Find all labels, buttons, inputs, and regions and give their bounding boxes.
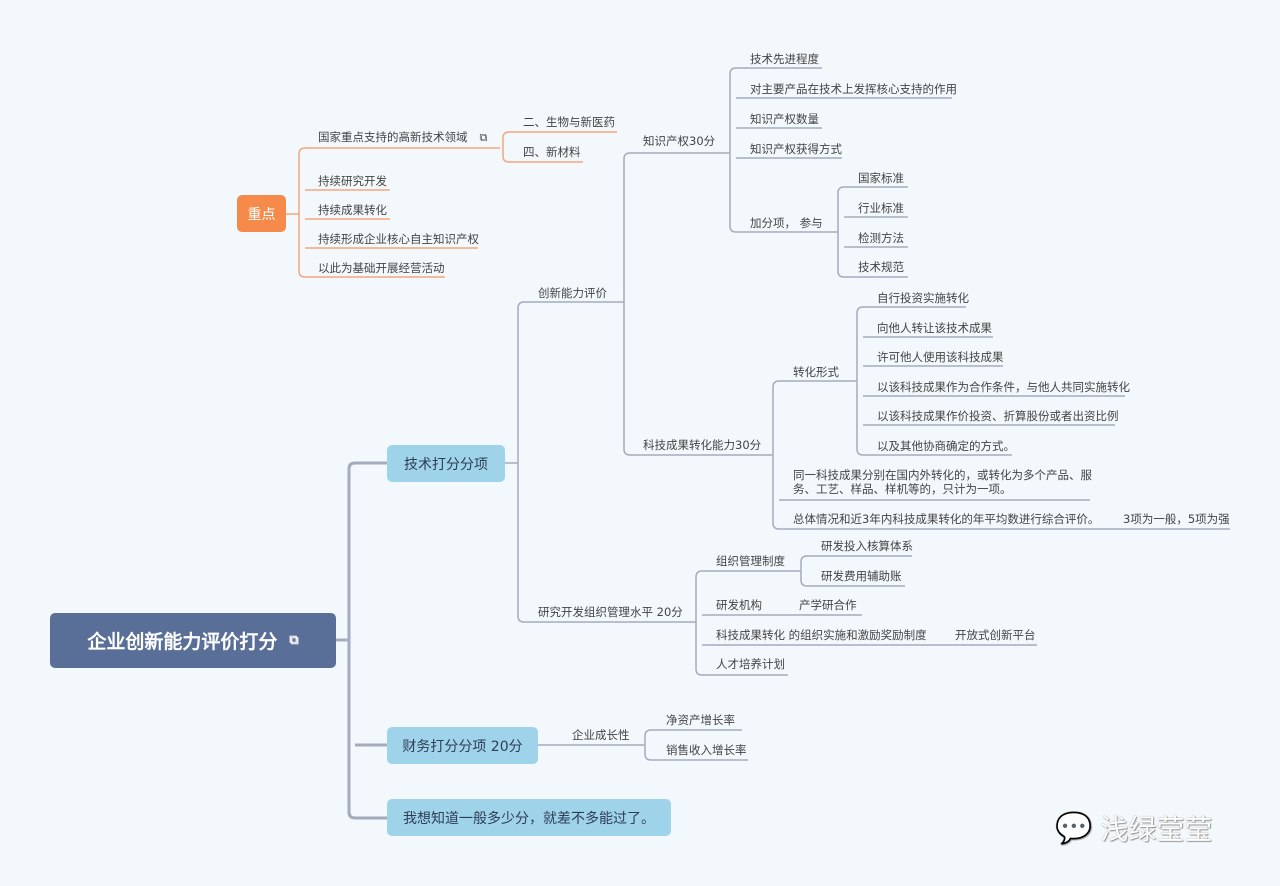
focus-item[interactable]: 持续形成企业核心自主知识产权 xyxy=(318,232,479,246)
rd-system-item[interactable]: 研发投入核算体系 xyxy=(821,539,913,553)
transfer-note-2-child[interactable]: 3项为一般，5项为强 xyxy=(1123,512,1230,526)
focus-item[interactable]: 以此为基础开展经营活动 xyxy=(318,261,445,275)
bonus-item[interactable]: 行业标准 xyxy=(858,201,904,215)
field-item[interactable]: 四、新材料 xyxy=(523,145,581,159)
connector xyxy=(298,147,306,278)
question-node[interactable]: 我想知道一般多少分，就差不多能过了。 xyxy=(387,799,671,836)
watermark: 💬浅绿莹莹 xyxy=(1055,810,1213,847)
bonus-item[interactable]: 国家标准 xyxy=(858,171,904,185)
transfer-node[interactable]: 科技成果转化能力30分 xyxy=(643,438,762,452)
growth-node[interactable]: 企业成长性 xyxy=(572,728,630,742)
ip-node[interactable]: 知识产权30分 xyxy=(643,134,716,148)
rd-item[interactable]: 人才培养计划 xyxy=(716,657,785,671)
form-item[interactable]: 以该科技成果作价投资、折算股份或者出资比例 xyxy=(877,409,1119,423)
ip-item[interactable]: 技术先进程度 xyxy=(750,52,819,66)
link-icon[interactable]: ⧉ xyxy=(479,131,488,144)
rd-item[interactable]: 科技成果转化 的组织实施和激励奖励制度 xyxy=(716,628,927,642)
transfer-forms-node[interactable]: 转化形式 xyxy=(793,365,839,379)
ip-item[interactable]: 加分项， 参与 xyxy=(750,216,823,230)
rd-item[interactable]: 研发机构 xyxy=(716,598,762,612)
root-node[interactable]: 企业创新能力评价打分 ⧉ xyxy=(50,613,336,668)
ip-item[interactable]: 对主要产品在技术上发挥核心支持的作用 xyxy=(750,82,957,96)
connector xyxy=(347,461,356,820)
connector xyxy=(644,729,652,761)
bonus-item[interactable]: 检测方法 xyxy=(858,231,904,245)
ip-item[interactable]: 知识产权获得方式 xyxy=(750,142,842,156)
connector xyxy=(856,306,864,456)
connector xyxy=(517,301,525,623)
rd-org-child[interactable]: 产学研合作 xyxy=(799,598,857,612)
connector xyxy=(837,186,845,278)
form-item[interactable]: 以该科技成果作为合作条件，与他人共同实施转化 xyxy=(877,380,1130,394)
connector xyxy=(502,131,510,163)
focus-item[interactable]: 持续研究开发 xyxy=(318,174,387,188)
rd-item[interactable]: 组织管理制度 xyxy=(716,554,785,568)
connector xyxy=(729,67,737,233)
transfer-note-2[interactable]: 总体情况和近3年内科技成果转化的年平均数进行综合评价。 xyxy=(793,512,1100,526)
connector xyxy=(800,555,808,587)
root-label: 企业创新能力评价打分 xyxy=(87,631,278,653)
rd-transfer-child[interactable]: 开放式创新平台 xyxy=(955,628,1036,642)
growth-item[interactable]: 净资产增长率 xyxy=(666,713,735,727)
focus-label: 重点 xyxy=(247,206,276,223)
finance-score-node[interactable]: 财务打分分项 20分 xyxy=(387,727,538,764)
wechat-icon: 💬 xyxy=(1055,810,1093,846)
connector xyxy=(772,380,780,530)
transfer-note-1[interactable]: 同一科技成果分别在国内外转化的，或转化为多个产品、服务、工艺、样品、样机等的，只… xyxy=(793,468,1092,496)
link-icon[interactable]: ⧉ xyxy=(289,633,299,648)
innovation-eval-node[interactable]: 创新能力评价 xyxy=(538,286,607,300)
connector xyxy=(623,152,631,456)
focus-item[interactable]: 持续成果转化 xyxy=(318,203,387,217)
connector xyxy=(695,570,703,676)
field-item[interactable]: 二、生物与新医药 xyxy=(523,115,615,129)
focus-item[interactable]: 国家重点支持的高新技术领域⧉ xyxy=(318,130,488,144)
form-item[interactable]: 自行投资实施转化 xyxy=(877,291,969,305)
ip-item[interactable]: 知识产权数量 xyxy=(750,112,819,126)
rd-node[interactable]: 研究开发组织管理水平 20分 xyxy=(538,605,683,619)
rd-system-item[interactable]: 研发费用辅助账 xyxy=(821,569,902,583)
tech-score-node[interactable]: 技术打分分项 xyxy=(387,445,505,482)
form-item[interactable]: 许可他人使用该科技成果 xyxy=(877,350,1004,364)
growth-item[interactable]: 销售收入增长率 xyxy=(666,743,747,757)
form-item[interactable]: 向他人转让该技术成果 xyxy=(877,321,992,335)
form-item[interactable]: 以及其他协商确定的方式。 xyxy=(877,439,1015,453)
focus-node[interactable]: 重点 xyxy=(237,195,286,232)
bonus-item[interactable]: 技术规范 xyxy=(858,260,904,274)
